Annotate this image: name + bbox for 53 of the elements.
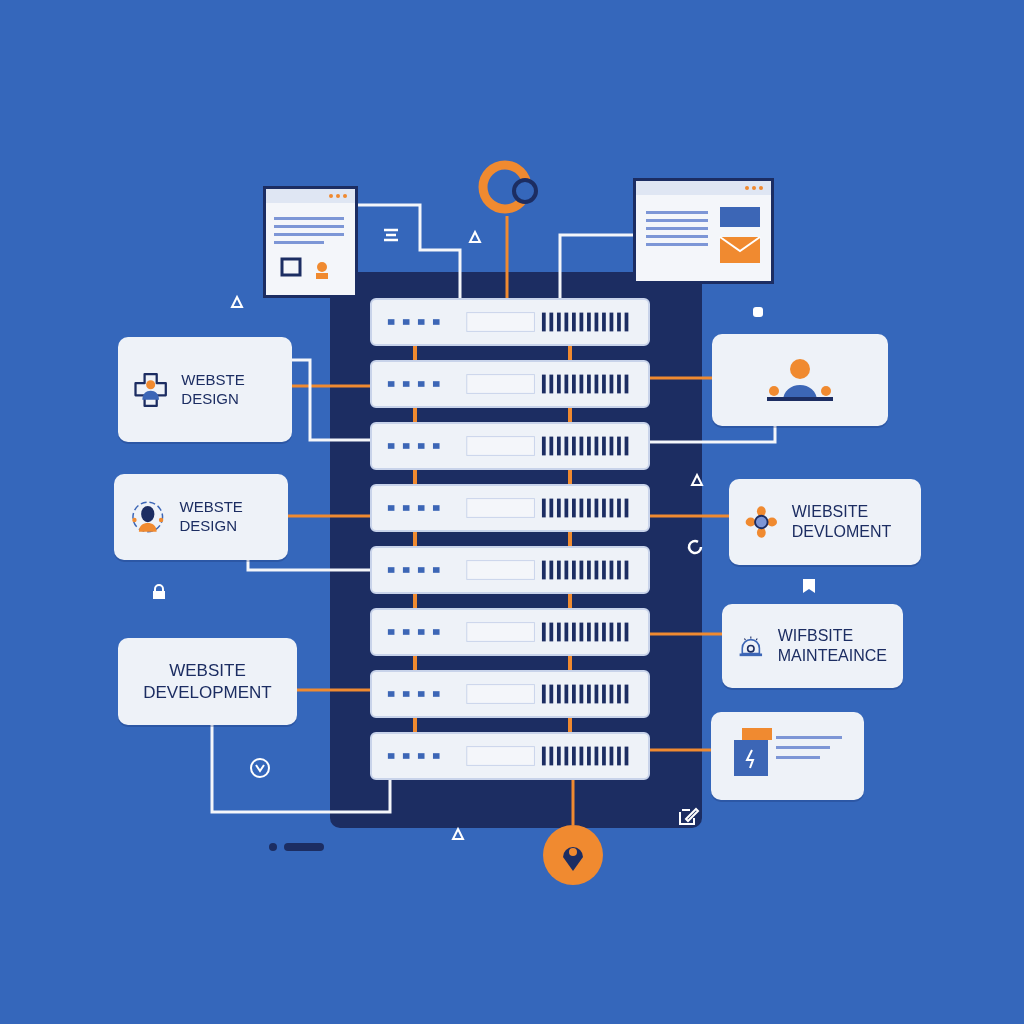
connector-line	[297, 688, 370, 692]
server-unit	[370, 608, 650, 656]
connector-line	[650, 426, 777, 444]
connector-line	[650, 748, 711, 752]
connector-line	[413, 594, 417, 608]
card-label: WIFBSITE MAINTEAINCE	[777, 626, 887, 666]
connector-line	[292, 358, 370, 442]
server-unit	[370, 422, 650, 470]
connector-line	[568, 532, 572, 546]
connector-line	[288, 514, 370, 518]
card-label: WIEBSITE DEVLOMENT	[791, 502, 893, 542]
connector-line	[568, 656, 572, 670]
connector-line	[571, 780, 575, 825]
connector-line	[568, 346, 572, 360]
connector-line	[568, 718, 572, 732]
connector-line	[246, 560, 370, 572]
document-card	[711, 712, 864, 800]
location-pin-icon	[543, 825, 603, 885]
service-card	[722, 604, 903, 688]
card-label: WEBSTE DESIGN	[179, 498, 244, 536]
team-card	[712, 334, 888, 426]
server-unit	[370, 732, 650, 780]
card-label: WEBSTE DESIGN	[181, 370, 246, 409]
connector-line	[568, 470, 572, 484]
connector-line	[650, 376, 712, 380]
connector-line	[292, 384, 370, 388]
connector-line	[650, 632, 722, 636]
connector-line	[413, 346, 417, 360]
server-unit	[370, 298, 650, 346]
service-card	[118, 337, 292, 442]
service-card	[114, 474, 288, 560]
connector-line	[505, 216, 509, 298]
connector-line	[413, 470, 417, 484]
service-card	[729, 479, 921, 565]
target-ring-icon	[478, 158, 540, 216]
server-unit	[370, 360, 650, 408]
connector-line	[413, 408, 417, 422]
server-unit	[370, 484, 650, 532]
connector-line	[210, 725, 392, 814]
connector-line	[413, 718, 417, 732]
server-unit	[370, 546, 650, 594]
service-card	[118, 638, 297, 725]
browser-window-drawing	[263, 186, 358, 298]
connector-line	[358, 203, 462, 298]
connector-line	[558, 233, 633, 298]
connector-line	[568, 408, 572, 422]
card-label: WEBSITE DEVELOPMENT	[142, 660, 273, 703]
connector-line	[650, 514, 729, 518]
server-unit	[370, 670, 650, 718]
connector-line	[413, 532, 417, 546]
connector-line	[568, 594, 572, 608]
connector-line	[413, 656, 417, 670]
browser-window-drawing	[633, 178, 774, 284]
